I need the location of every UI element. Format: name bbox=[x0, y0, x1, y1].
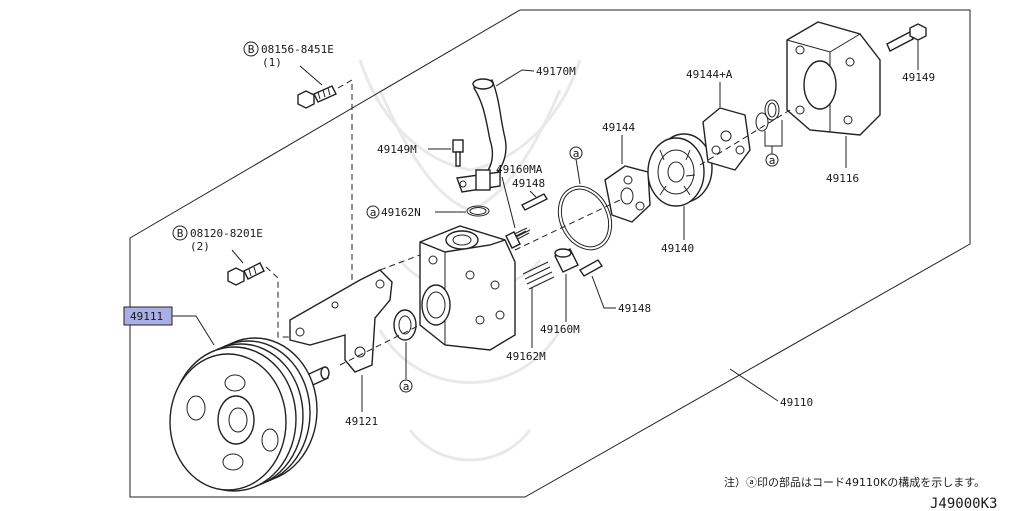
part-49116: 49116 bbox=[786, 21, 881, 185]
label-49111: 49111 bbox=[130, 310, 163, 323]
part-49160MA: 49160MA bbox=[496, 163, 543, 249]
label-49149M: 49149M bbox=[377, 143, 417, 156]
part-49144: 49144 bbox=[602, 121, 651, 223]
bolt-b2-group: B 08120-8201E (2) bbox=[172, 225, 300, 338]
label-49148-bottom: 49148 bbox=[618, 302, 651, 315]
label-49144A: 49144+A bbox=[686, 68, 733, 81]
marker-49162N: a bbox=[370, 206, 377, 219]
bolt-b2-marker: B bbox=[177, 227, 184, 240]
bolt-b1-marker: B bbox=[248, 43, 255, 56]
label-49162M: 49162M bbox=[506, 350, 546, 363]
part-49140: 49140 bbox=[647, 133, 713, 255]
pump-body bbox=[419, 225, 516, 351]
footnote: 注）ⓐ印の部品はコード49110Kの構成を示します。 bbox=[724, 475, 985, 489]
drawing-code: J49000K3 bbox=[930, 496, 997, 511]
part-49148-bottom: 49148 bbox=[578, 259, 651, 315]
label-49110-group: 49110 bbox=[729, 368, 813, 409]
label-49116: 49116 bbox=[826, 172, 859, 185]
part-49162N: a 49162N bbox=[366, 205, 490, 219]
part-49149: 49149 bbox=[886, 23, 935, 84]
label-49144: 49144 bbox=[602, 121, 635, 134]
label-49149: 49149 bbox=[902, 71, 935, 84]
marker-shaft-seal: a bbox=[403, 380, 410, 393]
label-49148-top: 49148 bbox=[512, 177, 545, 190]
part-49144A: 49144+A bbox=[686, 68, 751, 171]
part-shaft-seal: a bbox=[393, 309, 417, 393]
part-49160M: 49160M bbox=[540, 248, 580, 336]
part-49148-top: 49148 bbox=[512, 177, 548, 211]
label-49160MA: 49160MA bbox=[496, 163, 543, 176]
label-49160M: 49160M bbox=[540, 323, 580, 336]
bolt-b1-qty: (1) bbox=[262, 56, 282, 69]
bolt-b2-code: 08120-8201E bbox=[190, 227, 263, 240]
part-49170M: 49170M bbox=[456, 65, 576, 193]
label-49110: 49110 bbox=[780, 396, 813, 409]
label-49121: 49121 bbox=[345, 415, 378, 428]
part-small-orings: a bbox=[755, 99, 783, 167]
label-49140: 49140 bbox=[661, 242, 694, 255]
bolt-b2-qty: (2) bbox=[190, 240, 210, 253]
marker-small-orings: a bbox=[769, 154, 776, 167]
part-49149M: 49149M bbox=[377, 139, 464, 167]
part-49162M: 49162M bbox=[506, 261, 555, 363]
bolt-b1-group: B 08156-8451E (1) bbox=[243, 41, 370, 296]
label-49162N: 49162N bbox=[381, 206, 421, 219]
marker-seal-ring: a bbox=[573, 147, 580, 160]
label-49170M: 49170M bbox=[536, 65, 576, 78]
part-seal-ring: a bbox=[557, 146, 613, 251]
bolt-b1-code: 08156-8451E bbox=[261, 43, 334, 56]
assembly-boundary bbox=[129, 9, 971, 498]
part-49111-pulley: 49111 bbox=[123, 306, 330, 492]
explode-axis bbox=[339, 109, 791, 366]
